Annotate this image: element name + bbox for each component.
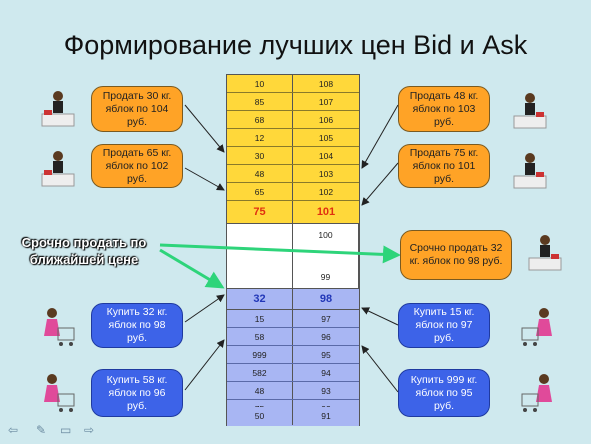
buy-order-row: 999 95: [227, 346, 359, 364]
nav-pen-icon[interactable]: ✎: [36, 423, 47, 437]
sell-order-bubble: Продать 30 кг. яблок по 104 руб.: [91, 86, 183, 132]
sell-qty: 68: [227, 111, 293, 128]
arrow-line: [184, 167, 225, 191]
buyer-cart-person-icon: [521, 374, 552, 412]
seller-person-icon: [41, 91, 75, 127]
best-ask-qty: 75: [227, 201, 293, 223]
buy-price: 94: [321, 367, 331, 378]
spread-area: 100 99: [227, 224, 359, 289]
spread-bottom-price: 99: [320, 272, 331, 282]
buyer-cart-person-icon: [44, 374, 75, 412]
seller-person-icon: [513, 153, 547, 189]
sell-order-row: 12 105: [227, 129, 359, 147]
sell-qty: 10: [227, 75, 293, 92]
nav-back-icon[interactable]: ⇦: [8, 423, 19, 437]
sell-price: 108: [318, 78, 334, 89]
sell-order-row: 68 106: [227, 111, 359, 129]
buy-qty: 582: [227, 364, 293, 381]
nav-menu-icon[interactable]: ▭: [60, 423, 72, 437]
buy-price: 91: [321, 411, 331, 421]
spread-top-price: 100: [318, 230, 333, 240]
sell-qty: 85: [227, 93, 293, 110]
buy-qty: 48: [227, 382, 293, 399]
sell-qty: 30: [227, 147, 293, 164]
buy-order-bubble: Купить 58 кг. яблок по 96 руб.: [91, 369, 183, 417]
buy-qty: 15: [227, 310, 293, 327]
sell-order-row: 85 107: [227, 93, 359, 111]
seller-person-icon: [41, 151, 75, 187]
urgent-arrow-right: [159, 243, 401, 264]
buy-qty: 999: [227, 346, 293, 363]
buy-qty: 50: [227, 407, 293, 425]
arrow-line: [184, 104, 225, 153]
nav-forward-icon[interactable]: ⇨: [84, 423, 95, 437]
arrow-line: [361, 345, 399, 393]
best-ask-price: 101: [316, 206, 336, 218]
sell-price: 106: [318, 114, 334, 125]
buy-order-bubble: Купить 32 кг. яблок по 98 руб.: [91, 303, 183, 348]
sell-order-bubble: Продать 65 кг. яблок по 102 руб.: [91, 144, 183, 188]
sell-price: 105: [318, 132, 334, 143]
sell-order-bubble: Продать 48 кг. яблок по 103 руб.: [398, 86, 490, 132]
buy-price: 97: [321, 313, 331, 324]
sell-price: 104: [318, 150, 334, 161]
best-bid-qty: 32: [227, 289, 293, 309]
sell-order-row: 48 103: [227, 165, 359, 183]
urgent-arrow-table: [159, 248, 225, 289]
sell-order-row: 30 104: [227, 147, 359, 165]
spread-left: [227, 224, 293, 288]
sell-order-row: 65 102: [227, 183, 359, 201]
sell-order-row: 10 108: [227, 75, 359, 93]
best-ask-row: 75 101: [227, 201, 359, 224]
buyer-cart-person-icon: [521, 308, 552, 346]
slide-title: Формирование лучших цен Bid и Ask: [63, 30, 528, 60]
sell-price: 103: [318, 168, 334, 179]
sell-qty: 65: [227, 183, 293, 200]
best-bid-row: 32 98: [227, 289, 359, 310]
seller-person-icon: [513, 93, 547, 129]
buy-price: 95: [321, 349, 331, 360]
sell-qty: 12: [227, 129, 293, 146]
sell-price: 102: [318, 186, 334, 197]
sell-order-bubble: Продать 75 кг. яблок по 101 руб.: [398, 144, 490, 188]
arrow-line: [184, 339, 225, 391]
urgent-sell-label: Срочно продать по ближайшей цене: [21, 235, 147, 267]
buyer-cart-person-icon: [44, 308, 75, 346]
buy-order-row: 582 94: [227, 364, 359, 382]
seller-person-icon: [528, 235, 562, 271]
buy-order-bubble: Купить 15 кг. яблок по 97 руб.: [398, 303, 490, 348]
best-bid-price: 98: [319, 293, 333, 305]
buy-qty: 58: [227, 328, 293, 345]
buy-order-row: 15 97: [227, 310, 359, 328]
sell-qty: 48: [227, 165, 293, 182]
arrow-line: [361, 162, 399, 206]
buy-order-row: 48 93: [227, 382, 359, 400]
arrow-line: [184, 294, 225, 323]
buy-order-bubble: Купить 999 кг. яблок по 95 руб.: [398, 369, 490, 417]
buy-order-row: 50 91: [227, 407, 359, 425]
buy-price: 93: [321, 385, 331, 396]
buy-price: 96: [321, 331, 331, 342]
arrow-line: [361, 104, 399, 169]
buy-order-row: 58 96: [227, 328, 359, 346]
urgent-sell-bubble: Срочно продать 32 кг. яблок по 98 руб.: [400, 230, 512, 280]
spread-prices: 100 99: [293, 224, 359, 288]
arrow-line: [361, 307, 399, 326]
sell-price: 107: [318, 96, 334, 107]
